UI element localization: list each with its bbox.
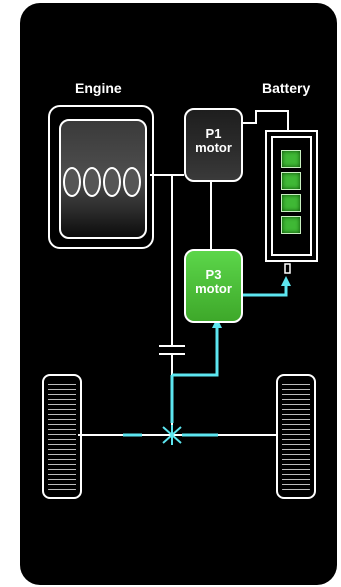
battery-pack (271, 136, 312, 256)
battery-label: Battery (262, 80, 311, 96)
battery-icon (265, 130, 318, 262)
differential-icon (162, 425, 182, 445)
p3-label-line1: P3 (205, 267, 222, 282)
wheel-icon (42, 374, 82, 499)
p1-label-line2: motor (195, 140, 232, 155)
diagram-panel: Engine Battery (20, 3, 337, 585)
p3-motor: P3 motor (184, 249, 243, 323)
engine-label: Engine (75, 80, 122, 96)
power-flow-arrow-icon (123, 283, 288, 437)
engine-block (48, 105, 154, 249)
engine-cylinders-icon (59, 119, 147, 239)
battery-cell (281, 194, 301, 212)
battery-terminal-icon (284, 263, 291, 274)
battery-cell (281, 150, 301, 168)
connection-lines (78, 110, 291, 445)
battery-cell (281, 216, 301, 234)
battery-cell (281, 172, 301, 190)
wheel-icon (276, 374, 316, 499)
p1-motor: P1 motor (184, 108, 243, 182)
p3-label-line2: motor (195, 281, 232, 296)
p1-label-line1: P1 (205, 126, 222, 141)
p1-battery-link (239, 110, 289, 130)
